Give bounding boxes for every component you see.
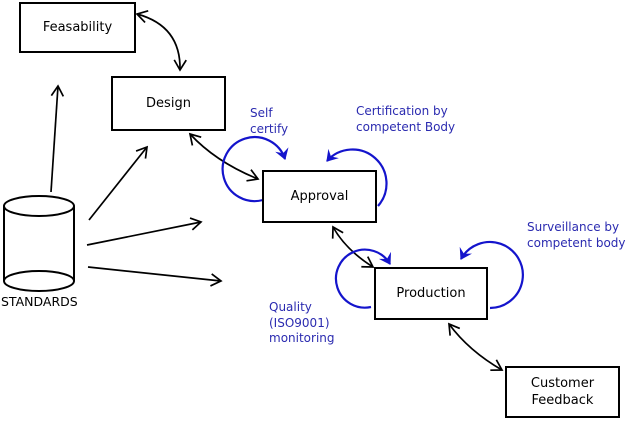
loop-certification	[326, 148, 388, 207]
annotation-line: Surveillance by	[527, 220, 620, 234]
annotation-certification: Certification by competent Body	[356, 104, 455, 135]
arrow-standards-production	[87, 266, 223, 287]
arrow-standards-approval	[86, 217, 203, 246]
annotation-line: Quality	[269, 300, 312, 314]
annotation-self-certify: Self certify	[250, 106, 288, 137]
arrow-feasibility-design	[135, 10, 187, 72]
arrow-production-customer-feedback	[448, 322, 504, 372]
node-production: Production	[374, 267, 488, 320]
arrow-standards-feasibility	[50, 84, 65, 193]
node-feasibility: Feasability	[19, 2, 136, 53]
standards-label: STANDARDS	[1, 294, 78, 309]
annotation-line: Self	[250, 106, 273, 120]
node-label: Production	[396, 286, 466, 301]
node-label: Design	[146, 96, 191, 111]
annotation-surveillance: Surveillance by competent body	[527, 220, 626, 251]
annotation-line: certify	[250, 121, 289, 136]
arrow-design-approval	[188, 132, 260, 182]
annotation-line: competent body	[527, 235, 626, 250]
arrow-approval-production	[331, 225, 375, 268]
annotation-line: (ISO9001)	[269, 315, 330, 330]
database-cylinder-icon	[3, 195, 75, 292]
annotation-line: competent Body	[356, 119, 456, 134]
node-label-line: Customer	[530, 376, 595, 391]
loop-quality-monitoring	[334, 248, 391, 309]
node-approval: Approval	[262, 170, 377, 223]
node-customer-feedback: Customer Feedback	[505, 366, 620, 418]
node-label: Feasability	[42, 20, 113, 35]
arrow-standards-design	[88, 145, 149, 221]
node-design: Design	[111, 76, 226, 131]
annotation-line: Certification by	[356, 104, 448, 118]
node-label-line: Feedback	[531, 393, 594, 408]
loop-self-certify	[221, 136, 289, 203]
annotation-quality-monitoring: Quality (ISO9001) monitoring	[269, 300, 335, 347]
loop-surveillance	[459, 240, 524, 310]
node-label: Approval	[290, 189, 349, 204]
annotation-line: monitoring	[269, 331, 335, 345]
